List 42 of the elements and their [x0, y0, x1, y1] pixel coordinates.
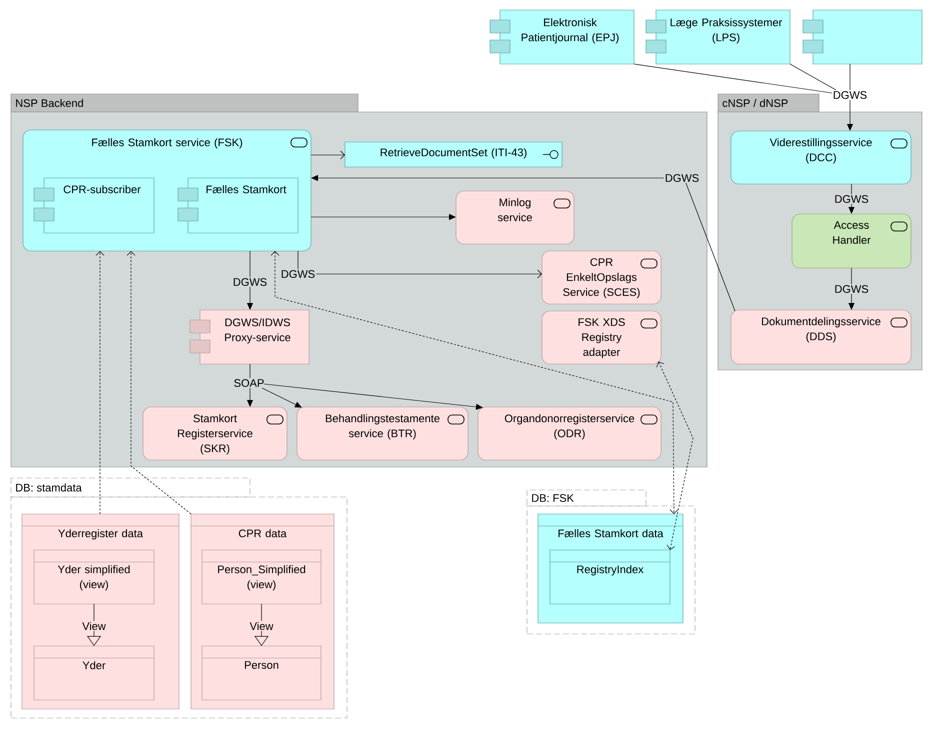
dotted-arrow	[96, 251, 104, 514]
class-box: Yder simplified (view)	[34, 550, 154, 604]
dotted-arrow	[270, 251, 678, 514]
node-label: cNSP / dNSP	[722, 98, 788, 108]
service-box: FSK XDS Registry adapter	[542, 310, 662, 364]
node-label: DB: FSK	[532, 494, 574, 502]
junction-label: SOAP	[232, 378, 266, 388]
edge-label: DGWS	[664, 173, 700, 183]
edge-label: View	[81, 620, 107, 632]
service-box: Viderestillingsservice (DCC)	[730, 130, 912, 184]
node-label: DB: stamdata	[16, 483, 82, 492]
edge-label: DGWS	[280, 269, 316, 279]
arrow	[310, 150, 345, 160]
edge-label: View	[248, 620, 274, 632]
service-box: Organdonorregisterservice (ODR)	[478, 406, 662, 460]
class-box: Person	[202, 646, 322, 700]
component-box: DGWS/IDWS Proxy-service	[200, 310, 310, 364]
connector-line	[790, 64, 836, 90]
service-box: CPR EnkeltOpslags Service (SCES)	[542, 250, 662, 304]
component-box: Læge Praksissystemer (LPS)	[656, 10, 790, 64]
edge-label: DGWS	[833, 194, 870, 204]
dotted-arrow	[126, 251, 192, 514]
class-box: Person_Simplified (view)	[202, 550, 322, 604]
component-box: Elektronisk Patientjournal (EPJ)	[500, 10, 634, 64]
component-box: CPR-subscriber	[44, 178, 154, 234]
arrow	[262, 388, 302, 408]
class-box: RegistryIndex	[550, 550, 670, 604]
service-box: Dokumentdelingsservice (DDS)	[730, 310, 912, 364]
service-box: Access Handler	[792, 214, 912, 268]
dotted-arrow	[656, 362, 694, 550]
service-box: Behandlingstestamente service (BTR)	[296, 406, 468, 460]
edge-label: DGWS	[232, 277, 268, 287]
service-box: Stamkort Registerservice (SKR)	[142, 406, 288, 460]
class-box: Yder	[34, 646, 154, 700]
arrow	[264, 384, 483, 410]
interface-box: RetrieveDocumentSet (ITI-43)	[344, 142, 562, 168]
node-label: NSP Backend	[16, 98, 83, 108]
connector-line	[634, 64, 832, 94]
arrow	[298, 250, 542, 278]
component-box: Fælles Stamkort	[188, 178, 298, 234]
service-box: Minlog service	[456, 190, 574, 244]
edge-label: DGWS	[833, 284, 870, 294]
